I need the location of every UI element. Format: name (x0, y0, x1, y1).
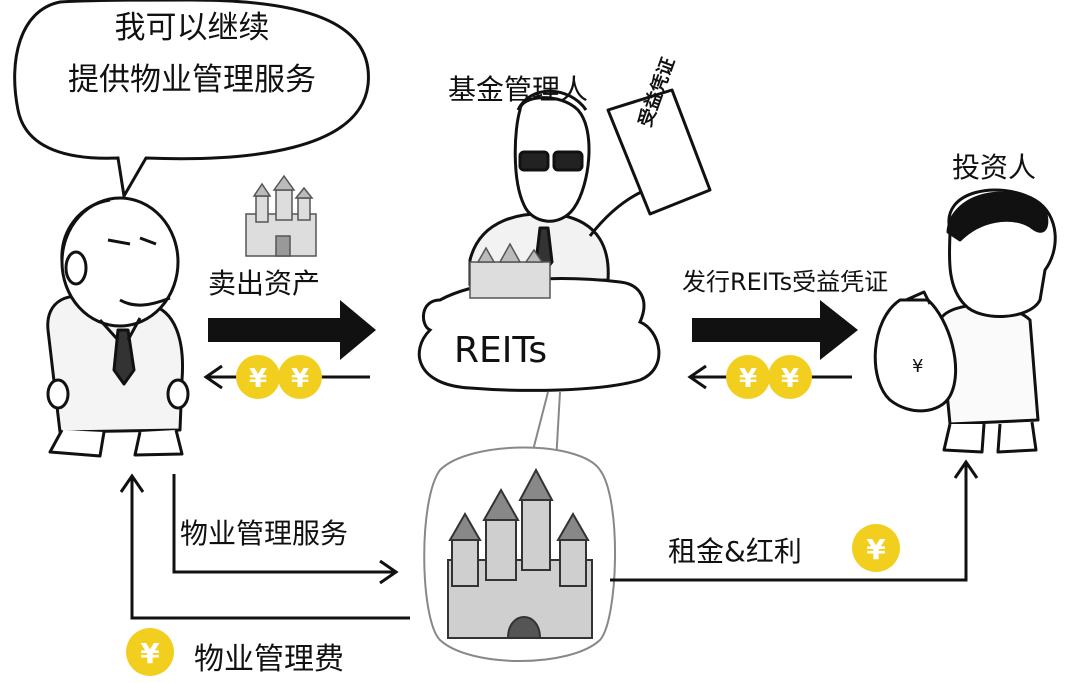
property-service-arrow-icon (172, 474, 399, 585)
property-service-label: 物业管理服务 (180, 517, 349, 550)
small-castle-icon (245, 174, 317, 257)
rent-dividend-label: 租金&红利 (668, 535, 802, 568)
coin-icon: ¥ (236, 355, 280, 399)
speech-line-2: 提供物业管理服务 (68, 62, 316, 98)
investor-label: 投资人 (952, 151, 1037, 184)
svg-text:¥: ¥ (291, 364, 309, 394)
coin-icon: ¥ (768, 355, 812, 399)
speech-bubble-text: 我可以继续 提供物业管理服务 (22, 2, 362, 106)
money-bag-yen-text: ¥ (912, 356, 923, 377)
rent-dividend-arrow-icon (610, 459, 979, 582)
svg-text:¥: ¥ (739, 364, 757, 394)
svg-text:¥: ¥ (249, 364, 267, 394)
coin-icon: ¥ (278, 355, 322, 399)
issue-certificate-arrow-icon (692, 300, 858, 360)
reits-bag-icon (417, 242, 661, 392)
castle-icon (447, 467, 593, 639)
owner-figure-icon (46, 196, 190, 458)
coin-icon: ¥ (126, 628, 174, 676)
issue-certificate-label: 发行REITs受益凭证 (682, 268, 889, 296)
property-fee-arrow-icon (119, 473, 410, 620)
speech-bubble (13, 0, 370, 201)
property-fee-label: 物业管理费 (194, 642, 344, 677)
svg-text:¥: ¥ (140, 637, 160, 670)
sell-assets-arrow-icon (208, 300, 376, 360)
svg-text:¥: ¥ (781, 364, 799, 394)
reits-bag-label: REITs (454, 330, 548, 371)
coin-icon: ¥ (852, 524, 900, 572)
svg-text:¥: ¥ (866, 533, 886, 566)
speech-line-1: 我可以继续 (114, 10, 270, 46)
coin-icon: ¥ (726, 355, 770, 399)
sell-assets-label: 卖出资产 (208, 267, 321, 300)
investor-figure-icon (873, 188, 1057, 454)
fund-manager-label: 基金管理人 (448, 73, 589, 106)
